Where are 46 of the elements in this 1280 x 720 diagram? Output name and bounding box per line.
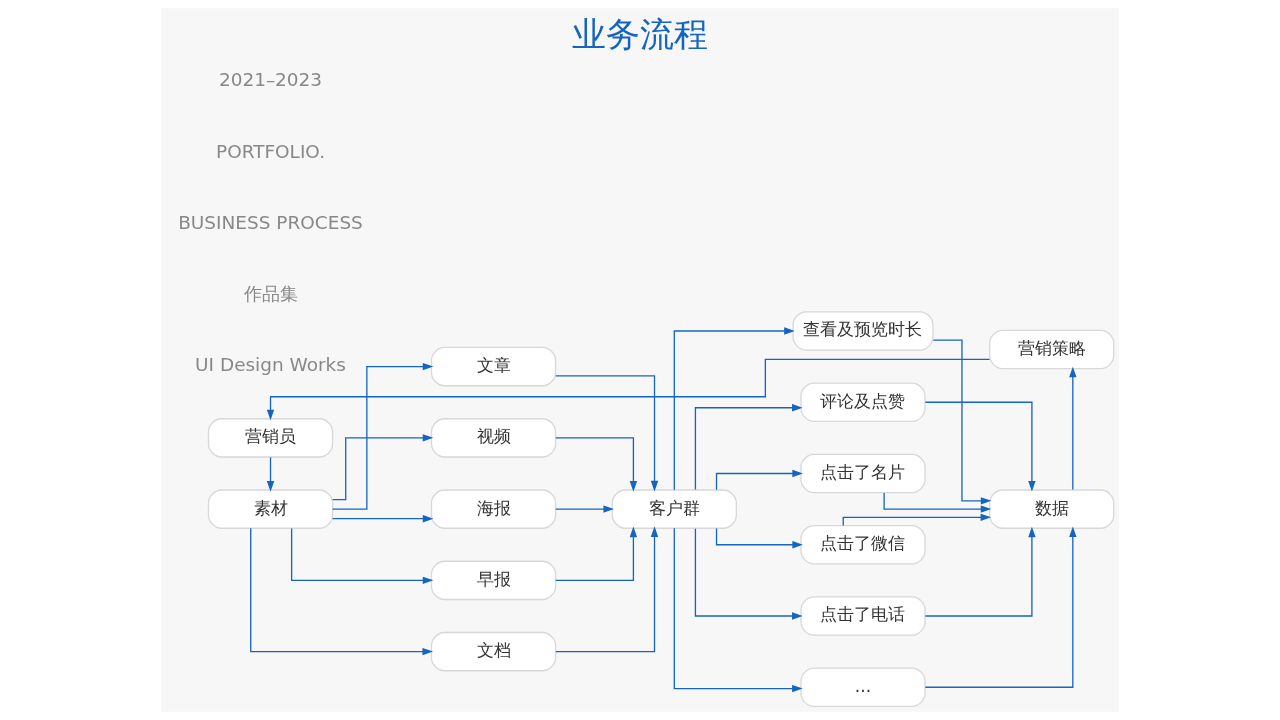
arrow [842, 513, 992, 527]
node-box: 点击了电话 [800, 596, 926, 636]
arrow [555, 375, 659, 492]
arrow [883, 492, 992, 513]
label: PORTFOLIO. [216, 140, 326, 162]
arrow [555, 505, 614, 513]
node-box: 查看及预览时长 [792, 311, 934, 351]
node-box: 文档 [430, 631, 557, 672]
diagram-title: 业务流程 [572, 14, 708, 55]
arrow [1069, 366, 1077, 491]
node-box: 视频 [430, 418, 557, 458]
node-box: 素材 [207, 489, 334, 529]
arrow [932, 339, 992, 505]
arrow [924, 526, 1077, 688]
label: 作品集 [243, 283, 298, 305]
arrow [266, 456, 275, 492]
node-box: 数据 [989, 489, 1115, 529]
arrow [673, 327, 795, 491]
node-box: 客户群 [611, 489, 737, 529]
node-box: ... [800, 667, 926, 708]
node-box: 文章 [430, 346, 557, 387]
arrow [290, 527, 434, 585]
arrow [250, 527, 433, 656]
arrow [924, 401, 1036, 492]
arrow [332, 514, 434, 523]
node-box: 营销策略 [989, 329, 1115, 370]
label: UI Design Works [195, 354, 346, 376]
arrow [331, 362, 434, 510]
node-box: 点击了微信 [800, 524, 926, 565]
arrow [331, 434, 434, 501]
node-box: 营销员 [207, 418, 334, 458]
arrow [924, 526, 1036, 617]
arrow [555, 437, 638, 492]
arrow [555, 526, 638, 582]
node-box: 点击了名片 [800, 453, 926, 494]
arrow [694, 528, 803, 620]
arrow [694, 404, 803, 491]
arrow [715, 469, 803, 491]
arrow [555, 526, 659, 653]
label: 2021–2023 [218, 69, 323, 91]
arrow [715, 527, 803, 549]
arrow [673, 527, 803, 693]
label: BUSINESS PROCESS [178, 211, 363, 233]
node-box: 评论及点赞 [800, 382, 926, 423]
node-box: 早报 [430, 560, 557, 601]
node-box: 海报 [430, 489, 557, 529]
